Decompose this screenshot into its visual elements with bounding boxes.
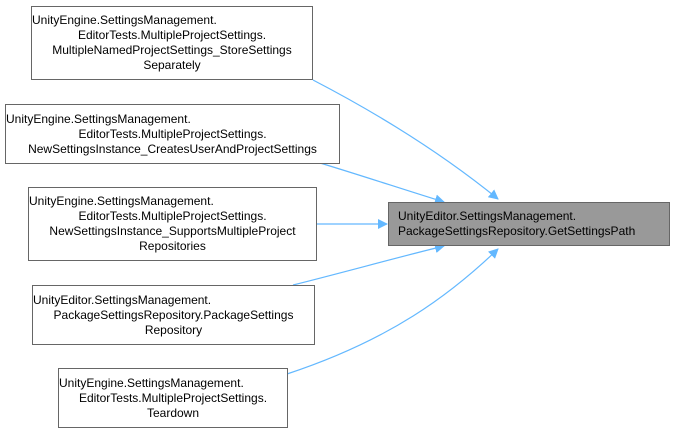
target-line-1: UnityEditor.SettingsManagement. — [398, 209, 577, 223]
edge-caller-4 — [292, 243, 445, 286]
caller-3-line-1: UnityEngine.SettingsManagement. — [29, 194, 214, 208]
caller-node-4[interactable]: UnityEditor.SettingsManagement. PackageS… — [32, 285, 315, 345]
caller-5-line-1: UnityEngine.SettingsManagement. — [59, 375, 244, 390]
caller-2-line-3: NewSettingsInstance_CreatesUserAndProjec… — [28, 141, 317, 156]
caller-node-2[interactable]: UnityEngine.SettingsManagement. EditorTe… — [5, 104, 340, 164]
caller-4-line-3: Repository — [144, 322, 203, 337]
caller-3-line-2: EditorTests.MultipleProjectSettings. — [78, 209, 267, 223]
caller-5-line-2: EditorTests.MultipleProjectSettings. — [78, 390, 268, 405]
caller-1-line-2: EditorTests.MultipleProjectSettings. — [77, 28, 267, 42]
caller-1-line-4: Separately — [143, 58, 201, 72]
edge-caller-1 — [312, 79, 499, 200]
edge-caller-5 — [286, 248, 499, 375]
caller-1-line-3: MultipleNamedProjectSettings_StoreSettin… — [52, 43, 292, 57]
caller-1-line-1: UnityEngine.SettingsManagement. — [32, 13, 217, 27]
caller-3-line-4: Repositories — [139, 239, 206, 253]
target-node[interactable]: UnityEditor.SettingsManagement. PackageS… — [388, 202, 670, 246]
edge-caller-2 — [319, 162, 445, 205]
target-line-2: PackageSettingsRepository.GetSettingsPat… — [398, 224, 636, 238]
caller-2-line-2: EditorTests.MultipleProjectSettings. — [78, 126, 267, 141]
caller-3-line-3: NewSettingsInstance_SupportsMultipleProj… — [49, 224, 296, 238]
caller-node-3[interactable]: UnityEngine.SettingsManagement. EditorTe… — [28, 187, 317, 261]
caller-node-5[interactable]: UnityEngine.SettingsManagement. EditorTe… — [58, 368, 288, 428]
caller-5-line-3: Teardown — [146, 405, 200, 420]
caller-4-line-2: PackageSettingsRepository.PackageSetting… — [53, 307, 294, 322]
caller-node-1[interactable]: UnityEngine.SettingsManagement. EditorTe… — [31, 6, 313, 80]
caller-4-line-1: UnityEditor.SettingsManagement. — [33, 292, 212, 307]
caller-2-line-1: UnityEngine.SettingsManagement. — [6, 111, 191, 126]
